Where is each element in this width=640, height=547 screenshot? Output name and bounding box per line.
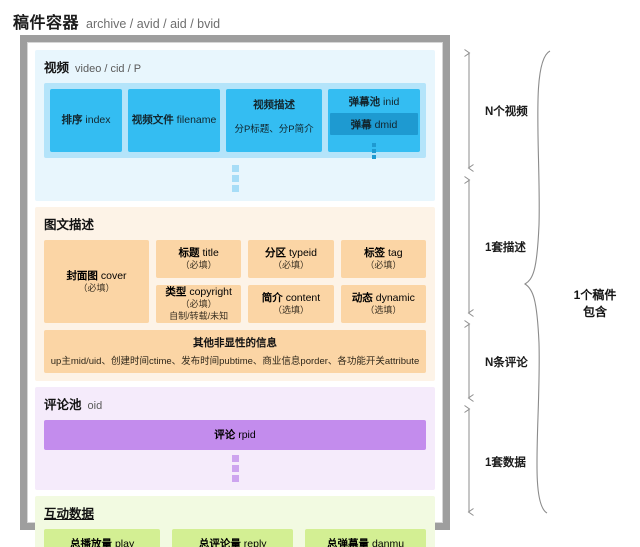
interaction-row-top: 总播放量 play 总评论量 reply 总弹幕量 danmu [44,529,426,547]
annotations-panel: N个视频 1套描述 N条评论 1套数据 1个稿件 包含 [455,35,640,535]
danmaku-item-box: 弹幕 dmid [330,113,418,136]
video-repeat-dots-icon [44,165,426,192]
danmaku-repeat-dots-icon [372,143,376,160]
description-box-other-info: 其他非显性的信息 up主mid/uid、创建时间ctime、发布时间pubtim… [44,330,426,373]
desc-copyright-en: copyright [189,286,232,299]
description-box-typeid: 分区 typeid （必填） [248,240,334,278]
annotation-description-count: 1套描述 [485,242,526,254]
comment-box-rpid: 评论 rpid [44,420,426,450]
video-index-cn: 排序 [61,114,83,127]
desc-title-en: title [202,247,219,260]
brace-icon [523,50,551,514]
video-box-danmaku-pool: 弹幕池 inid 弹幕 dmid [328,89,420,160]
danmaku-item-cn: 弹幕 [350,119,372,132]
section-video-title-cn: 视频 [44,61,70,75]
section-description-header: 图文描述 [44,214,426,233]
desc-copyright-note2: 自制/转载/未知 [169,311,229,322]
annotation-comment-count: N条评论 [485,357,528,369]
desc-content-en: content [285,292,321,305]
section-comment-title-cn: 评论池 [44,398,82,412]
archive-contains-line1: 1个稿件 [573,288,617,302]
interaction-box-play: 总播放量 play [44,529,161,547]
section-interaction-title-cn: 互动数据 [44,507,95,521]
desc-content-cn: 简介 [261,292,283,305]
desc-copyright-note: （必填） [180,299,217,310]
section-comment-header: 评论池 oid [44,394,426,413]
video-box-filename: 视频文件 filename [127,89,221,152]
section-description-title-cn: 图文描述 [44,218,95,232]
annotation-video-count: N个视频 [485,106,528,118]
danmaku-item-en: dmid [374,119,398,132]
description-field-grid: 标题 title （必填） 分区 typeid （必填） 标签 tag [156,240,426,323]
description-box-copyright: 类型 copyright （必填） 自制/转载/未知 [156,285,242,323]
video-description-sub: 分P标题、分P简介 [234,124,314,136]
danmu-cn: 总弹幕量 [327,537,370,547]
desc-tag-en: tag [387,247,403,260]
comment-repeat-dots-icon [44,455,426,482]
desc-typeid-note: （必填） [272,260,309,271]
desc-content-note: （选填） [272,305,309,316]
annotation-graphics [464,49,551,516]
section-interaction-header: 互动数据 [44,503,426,522]
other-info-subtitle: up主mid/uid、创建时间ctime、发布时间pubtime、商业信息por… [50,356,420,367]
archive-container: 视频 video / cid / P 排序 index 视频文件 filenam… [20,35,450,547]
description-box-cover: 封面图 cover （必填） [44,240,149,323]
reply-cn: 总评论量 [198,537,241,547]
page-title: 稿件容器 archive / avid / aid / bvid [13,9,220,33]
section-video-title-en: video / cid / P [75,63,142,75]
description-box-content: 简介 content （选填） [248,285,334,323]
play-cn: 总播放量 [70,537,113,547]
archive-container-inner: 视频 video / cid / P 排序 index 视频文件 filenam… [27,42,443,547]
page-title-en: archive / avid / aid / bvid [86,17,221,31]
desc-dynamic-en: dynamic [375,292,415,305]
desc-dynamic-cn: 动态 [351,292,373,305]
desc-title-cn: 标题 [178,247,200,260]
description-box-dynamic: 动态 dynamic （选填） [340,285,426,323]
video-description-cn: 视频描述 [253,99,296,111]
annotation-data-count: 1套数据 [485,457,526,469]
desc-tag-note: （必填） [365,260,402,271]
video-filename-en: filename [176,114,217,127]
comment-rpid-cn: 评论 [214,428,236,441]
archive-contains-line2: 包含 [582,305,607,320]
other-info-title: 其他非显性的信息 [193,337,277,349]
section-comment-pool: 评论池 oid 评论 rpid [35,387,435,490]
play-en: play [114,537,135,547]
desc-typeid-en: typeid [288,247,317,260]
page-title-cn: 稿件容器 [13,15,80,32]
interaction-box-reply: 总评论量 reply [172,529,294,547]
danmu-en: danmu [371,537,405,547]
section-video: 视频 video / cid / P 排序 index 视频文件 filenam… [35,50,435,201]
desc-typeid-cn: 分区 [265,247,287,260]
danmaku-pool-cn: 弹幕池 [348,96,381,108]
desc-dynamic-note: （选填） [365,305,402,316]
comment-rpid-en: rpid [238,428,256,441]
cover-en: cover [100,269,127,282]
description-box-title: 标题 title （必填） [156,240,242,278]
desc-title-note: （必填） [180,260,217,271]
section-comment-title-en: oid [87,400,103,412]
video-index-en: index [85,114,111,127]
video-filename-cn: 视频文件 [131,114,174,127]
section-video-header: 视频 video / cid / P [44,57,426,76]
cover-note: （必填） [78,282,115,293]
desc-tag-cn: 标签 [364,247,386,260]
section-interaction-data: 互动数据 总播放量 play 总评论量 reply 总弹幕量 danmu [35,496,435,547]
interaction-box-danmu: 总弹幕量 danmu [305,529,426,547]
reply-en: reply [243,537,267,547]
video-box-index: 排序 index [50,89,122,152]
video-box-description: 视频描述 分P标题、分P简介 [226,89,322,152]
description-box-tag: 标签 tag （必填） [340,240,426,278]
cover-cn: 封面图 [66,269,98,282]
section-description: 图文描述 封面图 cover （必填） 标题 title （必填） [35,207,435,381]
annotation-archive-contains: 1个稿件 包含 [555,287,635,322]
danmaku-pool-en: inid [383,96,400,108]
video-item-band: 排序 index 视频文件 filename 视频描述 分P标题、分P简介 弹幕… [44,83,426,160]
description-grid: 封面图 cover （必填） 标题 title （必填） 分区 typeid [44,240,426,323]
desc-copyright-cn: 类型 [165,286,187,299]
